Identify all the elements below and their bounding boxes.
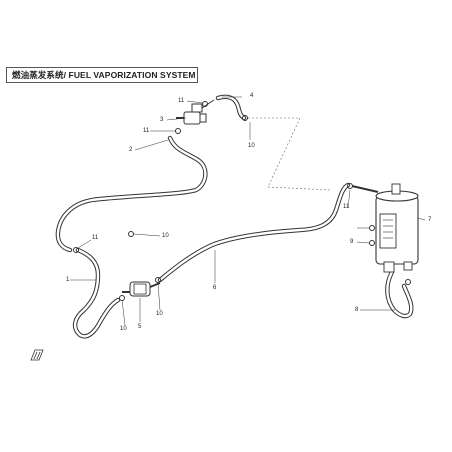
leader-lines [70, 96, 426, 326]
callout-11-left: 11 [92, 235, 99, 241]
fuel-filter-5 [119, 277, 161, 301]
callout-9: 9 [350, 239, 354, 245]
callout-5: 5 [138, 324, 142, 330]
clamp-11-top [175, 101, 248, 134]
clamp-11-left [73, 247, 79, 253]
hose-1 [72, 247, 121, 339]
callout-11-valve: 11 [143, 128, 150, 134]
callout-11-right: 11 [343, 204, 350, 210]
cfmoto-logo-icon [30, 349, 44, 361]
clamp-10-mid [128, 231, 134, 237]
diagram-title: 燃油蒸发系统/ FUEL VAPORIZATION SYSTEM [12, 70, 196, 80]
carbon-canister-7 [347, 183, 419, 285]
diagram-title-box: 燃油蒸发系统/ FUEL VAPORIZATION SYSTEM [6, 67, 198, 83]
callout-10-bottom: 10 [156, 311, 163, 317]
callout-3: 3 [160, 117, 164, 123]
callout-10-mid: 10 [162, 233, 169, 239]
callout-11-top: 11 [178, 98, 185, 104]
callout-2: 2 [129, 147, 133, 153]
check-valve-3 [176, 99, 215, 125]
hose-6 [157, 182, 351, 283]
callout-6: 6 [213, 285, 217, 291]
dashed-guide-line [248, 117, 331, 191]
callout-1: 1 [66, 277, 70, 283]
hose-2 [55, 135, 208, 253]
callout-7: 7 [428, 217, 432, 223]
callout-10-bottom-left: 10 [120, 326, 127, 332]
callout-8: 8 [355, 307, 359, 313]
callout-4: 4 [250, 93, 254, 99]
callout-10-top: 10 [248, 143, 255, 149]
